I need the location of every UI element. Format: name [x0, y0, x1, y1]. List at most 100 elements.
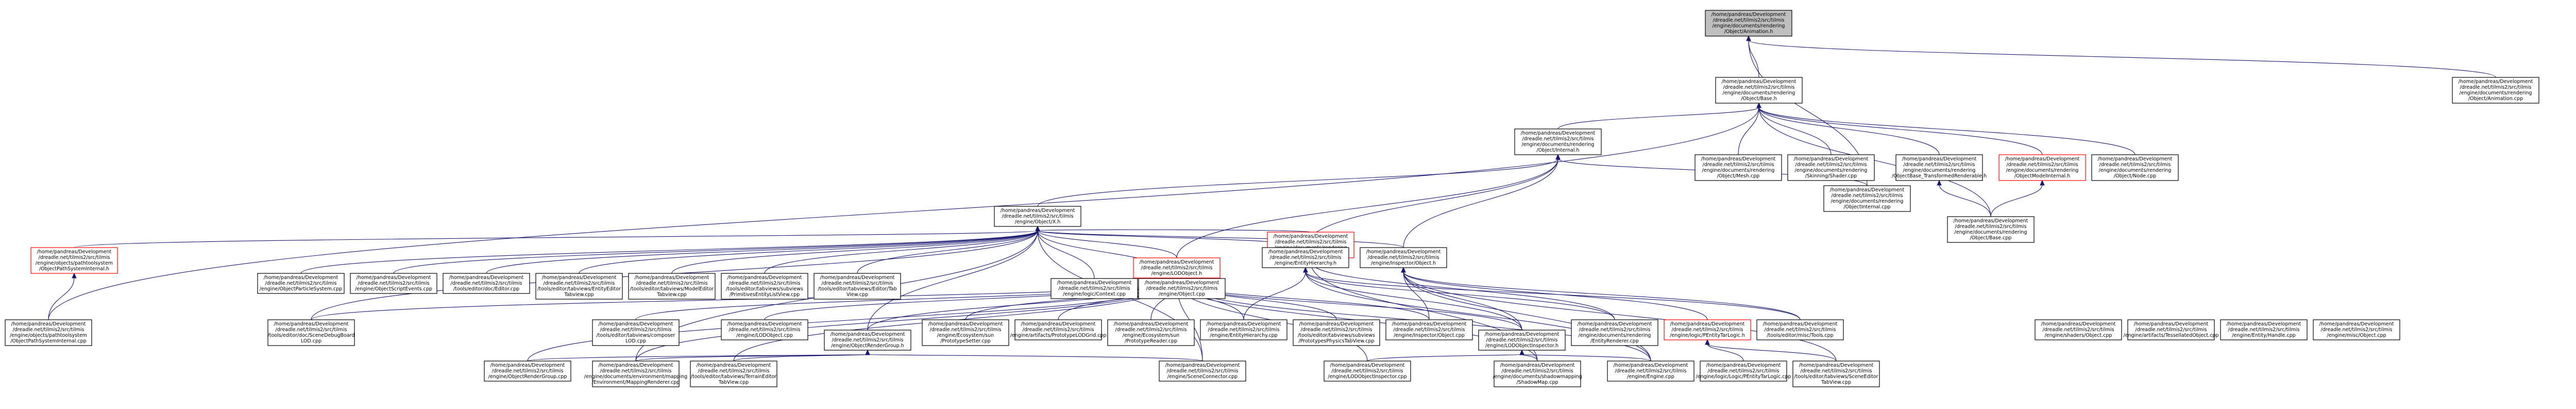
graph-node-n29[interactable]: /home/pandreas/Development/dreadle.net/t… [1133, 257, 1221, 279]
graph-edge [1401, 267, 1801, 320]
graph-node-label-line: /Object/Base.h [1741, 96, 1777, 102]
graph-node-label-line: /engine/misc/Object.cpp [2327, 333, 2386, 338]
graph-node-box [1293, 319, 1380, 346]
graph-node-n43[interactable]: /home/pandreas/Development/dreadle.net/t… [690, 361, 777, 387]
graph-node-label-line: /dreadle.net/tilmis2/src/tilmis [1672, 327, 1743, 333]
graph-node-n8[interactable]: /home/pandreas/Development/dreadle.net/t… [2091, 154, 2179, 181]
graph-edge [48, 272, 77, 320]
graph-node-n17[interactable]: /home/pandreas/Development/dreadle.net/t… [628, 273, 716, 300]
graph-node-label-line: /home/pandreas/Development [727, 321, 802, 327]
graph-node-label-line: /dreadle.net/tilmis2/src/tilmis [636, 281, 708, 286]
graph-node-n39[interactable]: /home/pandreas/Development/dreadle.net/t… [1664, 319, 1751, 340]
graph-node-label-line: /dreadle.net/tilmis2/src/tilmis [1713, 18, 1785, 23]
graph-node-n27[interactable]: /home/pandreas/Development/dreadle.net/t… [592, 319, 680, 346]
graph-edge [1990, 179, 2045, 217]
graph-node-n20[interactable]: /home/pandreas/Development/dreadle.net/t… [1050, 278, 1138, 299]
graph-node-n18[interactable]: /home/pandreas/Development/dreadle.net/t… [721, 273, 808, 300]
graph-node-n45[interactable]: /home/pandreas/Development/dreadle.net/t… [1324, 361, 1411, 382]
graph-edge [1401, 267, 1708, 320]
graph-node-label-line: /home/pandreas/Development [1722, 79, 1797, 85]
graph-node-n25[interactable]: /home/pandreas/Development/dreadle.net/t… [5, 319, 92, 346]
graph-node-label-line: /Object/Base.cpp [1970, 235, 2012, 241]
graph-node-n50[interactable]: /home/pandreas/Development/dreadle.net/t… [2035, 319, 2122, 340]
graph-node-label-line: /engine/documents/rendering [1723, 90, 1795, 96]
graph-node-n38[interactable]: /home/pandreas/Development/dreadle.net/t… [1571, 319, 1658, 346]
graph-node-box [1787, 154, 1875, 181]
graph-node-label-line: /dreadle.net/tilmis2/src/tilmis [265, 281, 337, 286]
graph-node-box [2313, 319, 2400, 340]
graph-node-n40[interactable]: /home/pandreas/Development/dreadle.net/t… [1756, 319, 1844, 340]
graph-node-label-line: /home/pandreas/Development [357, 275, 431, 281]
graph-edge-line [1521, 354, 1651, 362]
graph-node-box [535, 273, 623, 300]
graph-node-label-line: /engine/Object.cpp [1159, 291, 1205, 297]
graph-edge [300, 225, 1040, 274]
graph-edge-arrowhead [1756, 102, 1761, 108]
graph-edge [1738, 102, 1761, 155]
graph-node-label-line: /tools/editor/tabviews/EntityEditor [537, 286, 621, 292]
graph-edge-line [579, 230, 1038, 274]
graph-node-n35[interactable]: /home/pandreas/Development/dreadle.net/t… [1293, 319, 1380, 346]
graph-node-n51[interactable]: /home/pandreas/Development/dreadle.net/t… [2124, 319, 2219, 340]
graph-node-n21[interactable]: /home/pandreas/Development/dreadle.net/t… [1138, 278, 1226, 299]
graph-node-n19[interactable]: /home/pandreas/Development/dreadle.net/t… [814, 273, 901, 300]
graph-edge-arrowhead [865, 349, 870, 355]
graph-node-n9[interactable]: /home/pandreas/Development/dreadle.net/t… [994, 206, 1081, 227]
graph-node-n2[interactable]: /home/pandreas/Development/dreadle.net/t… [1715, 77, 1803, 104]
graph-node-n12[interactable]: /home/pandreas/Development/dreadle.net/t… [30, 247, 118, 274]
graph-node-label-line: /engine/Ecosystem/sun [1123, 333, 1179, 338]
graph-node-n33[interactable]: /home/pandreas/Development/dreadle.net/t… [1107, 319, 1195, 346]
graph-node-n5[interactable]: /home/pandreas/Development/dreadle.net/t… [1787, 154, 1875, 181]
graph-node-n52[interactable]: /home/pandreas/Development/dreadle.net/t… [2220, 319, 2308, 340]
graph-edge-line [1037, 230, 1306, 248]
graph-edge-line [1557, 107, 1759, 129]
graph-node-n26[interactable]: /home/pandreas/Development/dreadle.net/t… [267, 319, 355, 346]
graph-node-n14[interactable]: /home/pandreas/Development/dreadle.net/t… [350, 273, 437, 294]
graph-node-n10[interactable]: /home/pandreas/Development/dreadle.net/t… [1823, 185, 1911, 212]
graph-node-box [2127, 319, 2215, 340]
graph-node-n1[interactable]: /home/pandreas/Development/dreadle.net/t… [2452, 77, 2539, 104]
graph-node-n53[interactable]: /home/pandreas/Development/dreadle.net/t… [2313, 319, 2400, 340]
graph-node-label-line: /PrototypeReader.cpp [1125, 338, 1177, 344]
graph-node-n46[interactable]: /home/pandreas/Development/dreadle.net/t… [1493, 361, 1582, 387]
graph-edge [1756, 102, 2043, 155]
graph-node-n23[interactable]: /home/pandreas/Development/dreadle.net/t… [1262, 247, 1349, 268]
graph-node-n49[interactable]: /home/pandreas/Development/dreadle.net/t… [1792, 361, 1880, 387]
graph-node-n28[interactable]: /home/pandreas/Development/dreadle.net/t… [721, 319, 808, 340]
graph-node-n30[interactable]: /home/pandreas/Development/dreadle.net/t… [824, 330, 911, 351]
graph-node-label-line: TabView.cpp [718, 380, 749, 385]
graph-node-n37[interactable]: /home/pandreas/Development/dreadle.net/t… [1478, 330, 1566, 351]
graph-node-box [592, 319, 680, 346]
graph-node-box [1138, 278, 1226, 299]
graph-node-n42[interactable]: /home/pandreas/Development/dreadle.net/t… [584, 361, 687, 387]
graph-node-box [922, 319, 1009, 346]
graph-node-n48[interactable]: /home/pandreas/Development/dreadle.net/t… [1696, 361, 1791, 382]
graph-node-n7[interactable]: /home/pandreas/Development/dreadle.net/t… [1998, 154, 2086, 181]
graph-node-label-line: /ObjectInternal.cpp [1843, 204, 1890, 210]
graph-node-n36[interactable]: /home/pandreas/Development/dreadle.net/t… [1385, 319, 1473, 340]
graph-node-label-line: /dreadle.net/tilmis2/src/tilmis [1141, 265, 1213, 271]
graph-node-n11[interactable]: /home/pandreas/Development/dreadle.net/t… [1947, 216, 2035, 243]
graph-node-label-line: /home/pandreas/Development [1794, 156, 1869, 162]
graph-node-n15[interactable]: /home/pandreas/Development/dreadle.net/t… [443, 273, 530, 294]
graph-node-n32[interactable]: /home/pandreas/Development/dreadle.net/t… [1010, 319, 1107, 340]
graph-node-n13[interactable]: /home/pandreas/Development/dreadle.net/t… [257, 273, 345, 294]
graph-node-n0: /home/pandreas/Development/dreadle.net/t… [1705, 10, 1792, 37]
graph-edge-line [1758, 107, 2136, 155]
graph-node-n34[interactable]: /home/pandreas/Development/dreadle.net/t… [1200, 319, 1287, 340]
graph-node-label-line: /home/pandreas/Development [1145, 280, 1219, 286]
graph-node-n6[interactable]: /home/pandreas/Development/dreadle.net/t… [1892, 154, 1987, 181]
graph-node-n3[interactable]: /home/pandreas/Development/dreadle.net/t… [1514, 128, 1602, 155]
graph-node-n16[interactable]: /home/pandreas/Development/dreadle.net/t… [535, 273, 623, 300]
graph-node-n24[interactable]: /home/pandreas/Development/dreadle.net/t… [1360, 247, 1447, 268]
graph-node-label-line: TabView.cpp [1821, 380, 1851, 385]
graph-node-box [1050, 278, 1138, 299]
graph-node-n44[interactable]: /home/pandreas/Development/dreadle.net/t… [1159, 361, 1246, 382]
graph-edge-line [1310, 261, 1615, 320]
graph-node-n41[interactable]: /home/pandreas/Development/dreadle.net/t… [484, 361, 571, 382]
graph-node-n31[interactable]: /home/pandreas/Development/dreadle.net/t… [922, 319, 1009, 346]
graph-node-label-line: /engine/ObjectParticleSystem.cpp [260, 286, 343, 292]
graph-node-label-line: /home/pandreas/Development [1902, 156, 1977, 162]
graph-node-n4[interactable]: /home/pandreas/Development/dreadle.net/t… [1694, 154, 1782, 181]
graph-node-n47[interactable]: /home/pandreas/Development/dreadle.net/t… [1607, 361, 1694, 382]
